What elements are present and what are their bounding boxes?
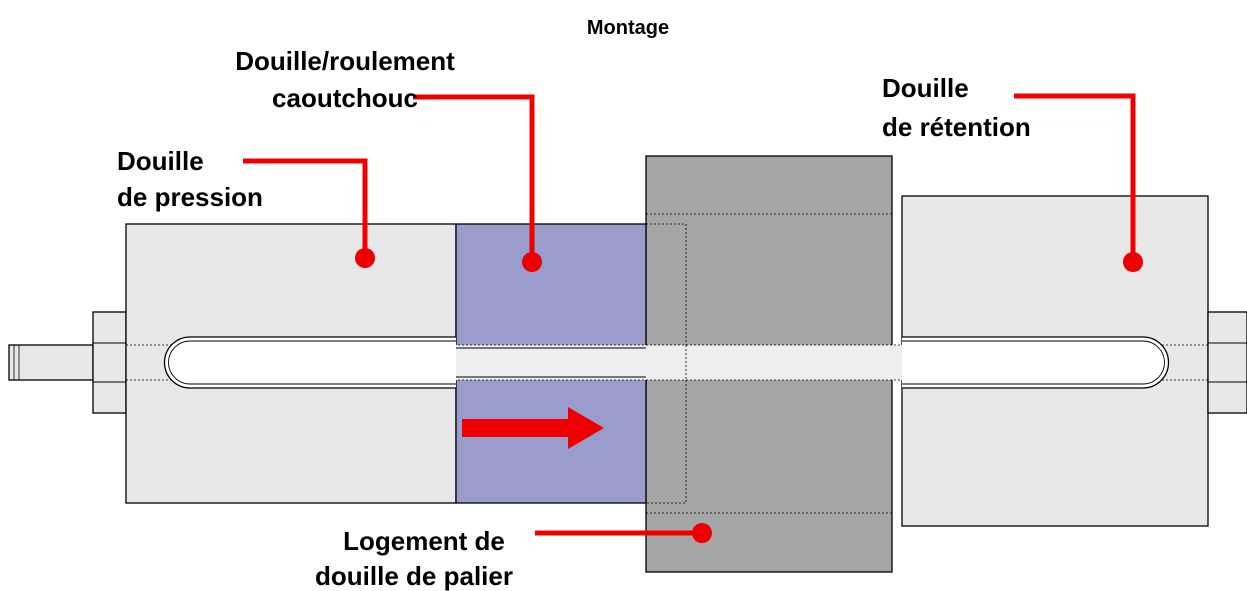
leader-pressure	[243, 158, 368, 258]
label-bushing-line1: Douille/roulement	[235, 46, 455, 76]
label-housing-line1: Logement de	[343, 526, 505, 556]
pressure-sleeve-slot	[163, 336, 456, 389]
leader-bushing	[413, 94, 535, 262]
rubber-bushing-hidden-outline	[645, 223, 687, 504]
label-pressure-line2: de pression	[117, 182, 263, 212]
label-housing-line2: douille de palier	[315, 561, 513, 591]
threaded-rod-end	[8, 344, 94, 381]
thread-lines	[13, 345, 20, 380]
label-retention-line1: Douille	[882, 73, 969, 103]
label-bushing-line2: caoutchouc	[272, 83, 418, 113]
leader-retention	[1014, 93, 1136, 262]
hex-nut-right	[1207, 311, 1247, 414]
leader-lines	[243, 93, 1136, 536]
hex-nut-left	[92, 311, 127, 414]
threaded-rod	[456, 345, 902, 380]
diagram-title: Montage	[587, 17, 669, 39]
label-pressure-line1: Douille	[117, 146, 204, 176]
push-direction-arrow	[462, 407, 604, 449]
retention-sleeve-slot	[902, 336, 1170, 389]
leader-dots	[355, 248, 1143, 543]
label-retention-line2: de rétention	[882, 112, 1031, 142]
